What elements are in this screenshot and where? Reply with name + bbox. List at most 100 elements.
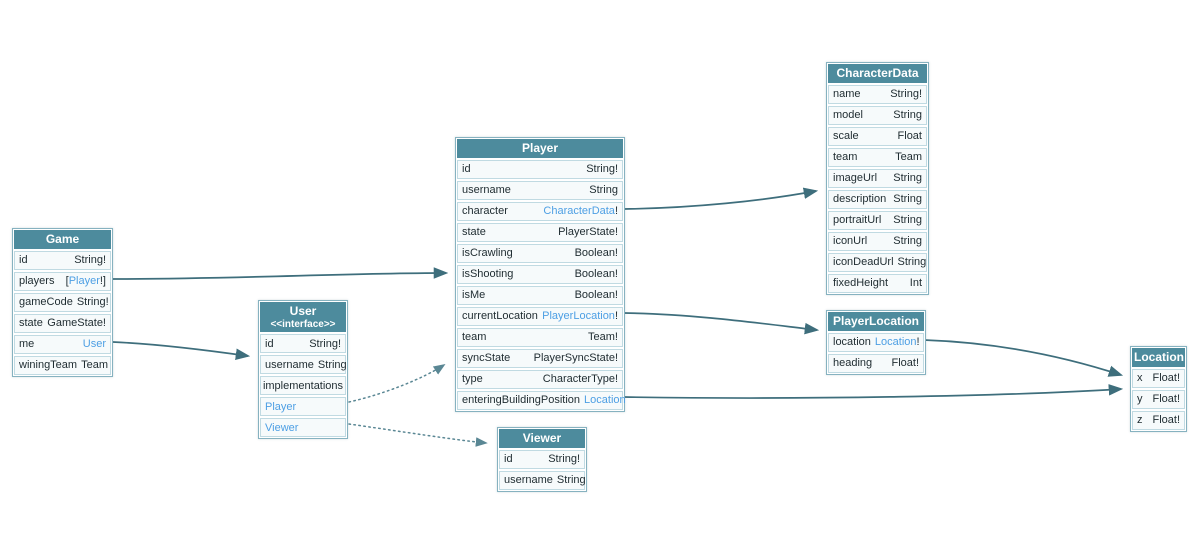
table-header[interactable]: CharacterData — [828, 64, 927, 83]
field-type: Boolean! — [575, 247, 618, 259]
type-link[interactable]: Location — [584, 394, 626, 407]
field-name: location — [833, 336, 871, 349]
type-text: Float — [897, 130, 922, 143]
type-text: String! — [76, 296, 109, 309]
edge-PlayerLocation.location-to-Location — [923, 339, 1124, 377]
field-type: GameState! — [47, 317, 106, 329]
field-type: String — [893, 235, 922, 247]
field-row-implementations: implementations — [260, 376, 346, 396]
field-type: PlayerState! — [558, 226, 618, 238]
field-type: Float! — [891, 357, 919, 369]
field-row-iconUrl: iconUrl String — [828, 231, 927, 251]
table-title: Player — [521, 141, 559, 155]
field-type: Float! — [1152, 393, 1180, 405]
field-type: Float — [898, 130, 922, 142]
field-name: portraitUrl — [833, 214, 882, 227]
field-name: name — [833, 88, 861, 101]
field-type: String — [893, 214, 922, 226]
field-name: isShooting — [462, 268, 514, 281]
type-text: Float! — [891, 357, 919, 370]
field-type: String — [589, 184, 618, 196]
table-title: User — [289, 304, 317, 318]
table-header[interactable]: Player — [457, 139, 623, 158]
table-title: Viewer — [522, 431, 562, 445]
field-name: y — [1137, 393, 1143, 406]
type-text: String — [893, 172, 922, 185]
field-type: String — [893, 172, 922, 184]
field-name: id — [462, 163, 471, 176]
type-text: Float! — [1152, 414, 1180, 427]
field-name: iconUrl — [833, 235, 868, 248]
field-name: z — [1137, 414, 1143, 427]
field-name: username — [265, 358, 314, 371]
type-text: GameState! — [47, 317, 106, 330]
field-name: username — [504, 474, 553, 487]
field-name: me — [19, 338, 35, 351]
table-header[interactable]: Game — [14, 230, 111, 249]
field-type: Location — [584, 394, 626, 406]
edge-Player.character-to-CharacterData — [623, 187, 819, 210]
type-link[interactable]: PlayerLocation — [542, 310, 615, 323]
field-row-isShooting: isShooting Boolean! — [457, 264, 623, 284]
field-type: String! — [548, 453, 580, 465]
type-text: Float! — [1152, 372, 1180, 385]
type-text: Float! — [1152, 393, 1180, 406]
field-name: id — [19, 254, 28, 267]
type-link[interactable]: Player — [68, 275, 100, 288]
edge-User.Viewer-to-Viewer — [348, 423, 488, 447]
field-name: state — [462, 226, 486, 239]
field-type: Boolean! — [575, 268, 618, 280]
field-type: String — [893, 193, 922, 205]
type-link[interactable]: User — [82, 338, 106, 351]
field-type: String! — [74, 254, 106, 266]
field-name: iconDeadUrl — [833, 256, 894, 269]
field-type: String — [893, 109, 922, 121]
table-header[interactable]: Location — [1132, 348, 1185, 367]
field-name: type — [462, 373, 483, 386]
field-type: String! — [586, 163, 618, 175]
type-text: String — [897, 256, 927, 269]
type-text: String — [589, 184, 618, 197]
table-header[interactable]: PlayerLocation — [828, 312, 924, 331]
field-type: Float! — [1152, 414, 1180, 426]
table-title: CharacterData — [836, 66, 919, 80]
type-text: Team — [81, 359, 108, 372]
implementation-link[interactable]: Player — [265, 400, 297, 413]
type-link[interactable]: CharacterData — [543, 205, 615, 218]
field-name: team — [833, 151, 858, 164]
type-link[interactable]: Location — [874, 336, 917, 349]
table-header[interactable]: User <<interface>> — [260, 302, 346, 333]
type-text: PlayerSyncState! — [533, 352, 618, 365]
field-type: Team — [895, 151, 922, 163]
table-header[interactable]: Viewer — [499, 429, 585, 448]
type-text: String — [893, 235, 922, 248]
field-name: username — [462, 184, 511, 197]
type-text: Boolean! — [574, 247, 618, 260]
type-text: String — [893, 214, 922, 227]
implementation-link[interactable]: Viewer — [265, 421, 299, 434]
edge-User.Player-to-Player — [348, 364, 446, 403]
field-row-Player: Player — [260, 397, 346, 417]
type-text: String! — [548, 453, 580, 466]
field-row-username: username String — [457, 180, 623, 200]
edge-Player.currentLocation-to-PlayerLocation — [623, 312, 820, 335]
field-name: imageUrl — [833, 172, 878, 185]
type-text: ! — [916, 336, 920, 349]
table-title: Game — [45, 232, 80, 246]
field-type: String! — [309, 338, 341, 350]
